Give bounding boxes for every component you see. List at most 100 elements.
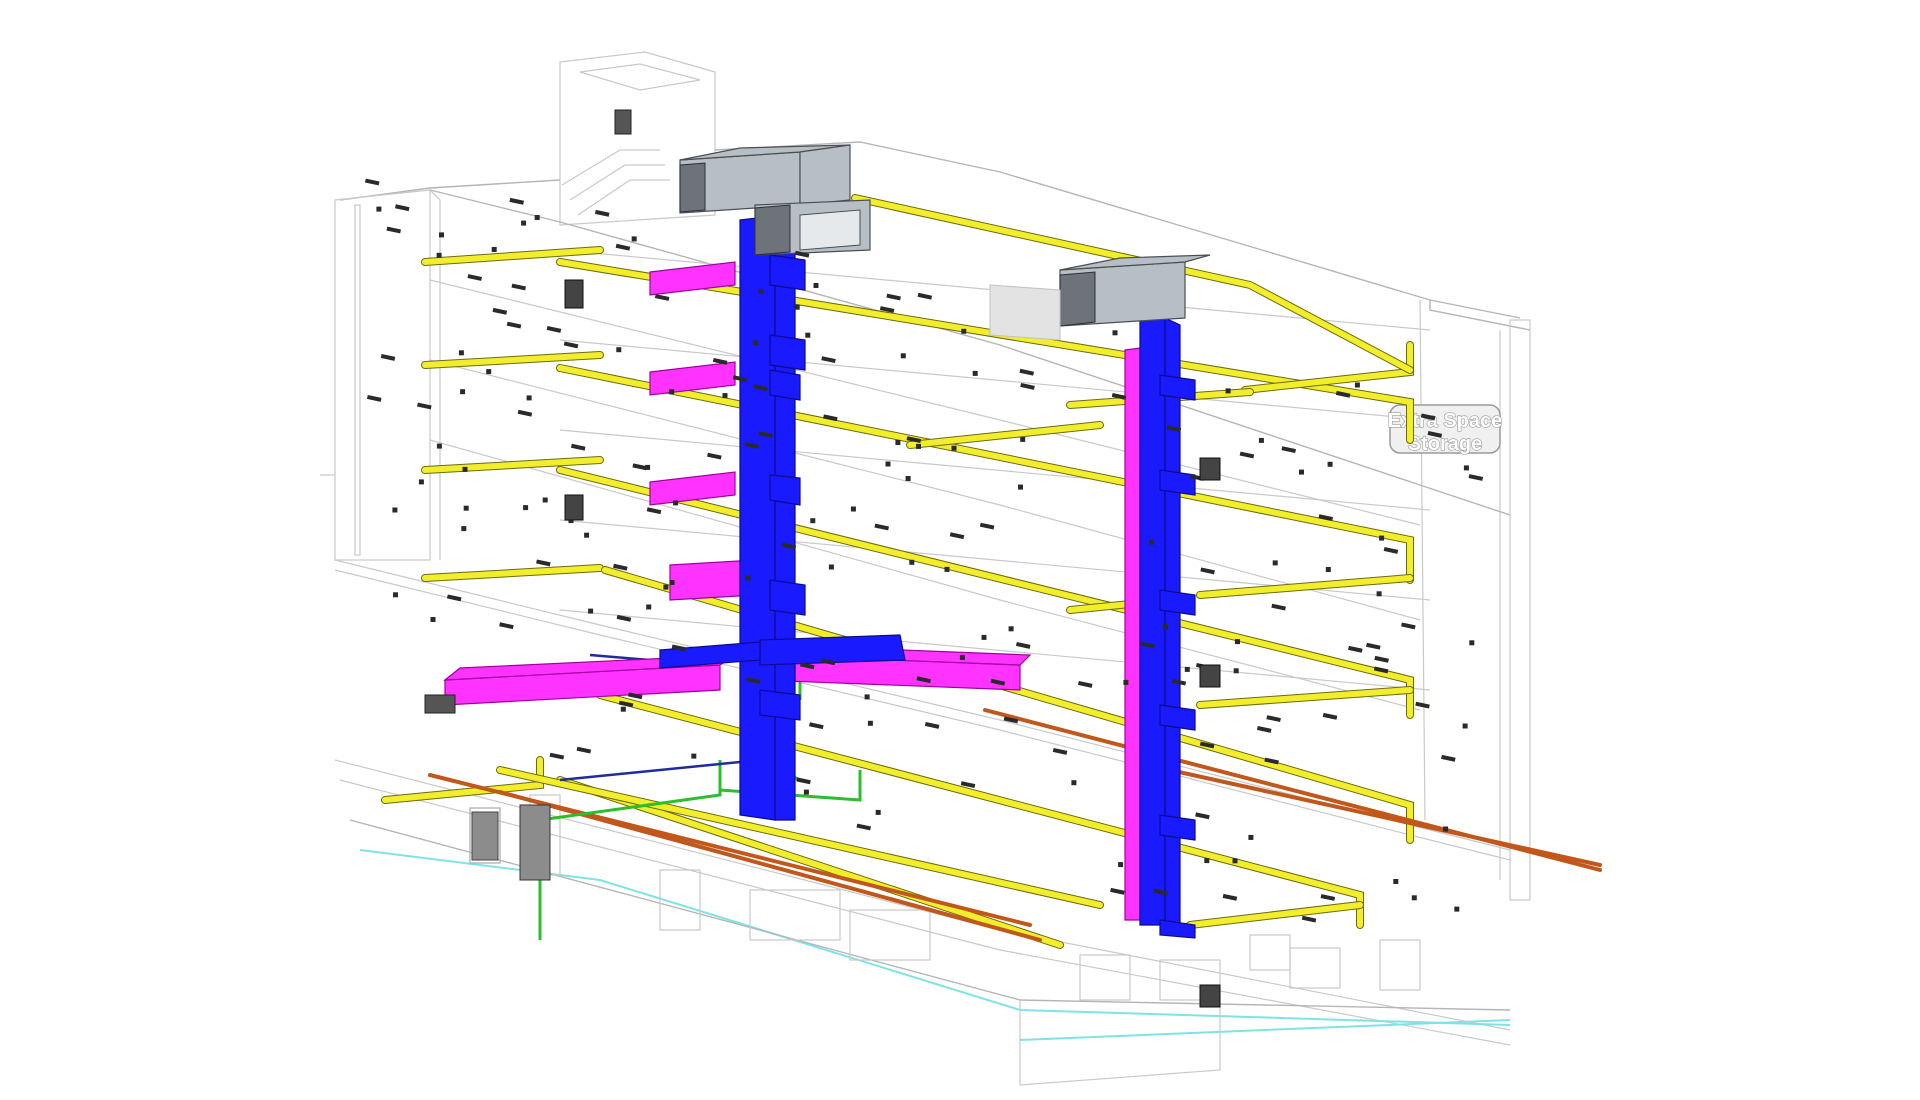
fixture-mark — [1233, 668, 1239, 674]
fixture-mark — [916, 443, 921, 449]
fixture-mark — [1454, 906, 1460, 912]
fixture-mark — [828, 564, 834, 570]
fixture-mark — [1248, 834, 1254, 840]
fixture-mark — [386, 226, 401, 234]
fixture-mark — [463, 505, 469, 511]
gas-pipe-system — [428, 708, 1602, 942]
fixture-mark — [549, 752, 565, 760]
fixture-mark — [436, 252, 442, 258]
fixture-mark — [886, 293, 901, 301]
fixture-mark — [810, 518, 816, 524]
fixture-mark — [1443, 826, 1449, 832]
fixture-mark — [467, 274, 482, 281]
fixture-mark — [462, 466, 468, 472]
fixture-mark — [981, 634, 987, 640]
fixture-mark — [1163, 624, 1168, 630]
fixture-mark — [669, 389, 675, 395]
fixture-mark — [1232, 858, 1238, 864]
fixture-mark — [867, 720, 873, 726]
fixture-mark — [753, 384, 768, 392]
fixture-mark — [613, 563, 628, 571]
fixture-mark — [1020, 436, 1026, 442]
supply-riser-main — [659, 215, 906, 821]
fixture-mark — [616, 347, 622, 353]
fixture-mark — [1411, 895, 1417, 901]
fixture-mark — [499, 622, 514, 630]
fixture-mark — [1077, 681, 1093, 688]
fixture-mark — [1462, 723, 1468, 729]
fixture-mark — [631, 236, 637, 242]
fixture-mark — [645, 464, 651, 470]
fixture-mark — [1320, 894, 1336, 901]
fixture-mark — [620, 706, 626, 712]
fixture-mark — [803, 789, 809, 795]
fixture-mark — [1258, 437, 1264, 443]
fixture-mark — [646, 604, 652, 610]
fixture-mark — [1264, 757, 1279, 765]
fixture-mark — [1225, 388, 1231, 394]
fixture-mark — [1112, 330, 1118, 336]
fixture-mark — [669, 580, 675, 585]
fixture-mark — [364, 178, 380, 186]
fixture-mark — [745, 575, 751, 581]
fixture-mark — [813, 283, 819, 288]
fixture-mark — [1222, 893, 1238, 901]
fixture-mark — [944, 566, 950, 572]
sign-line-2: Storage — [1408, 433, 1482, 455]
fixture-mark — [979, 522, 995, 530]
fixture-mark — [924, 722, 940, 729]
rooftop-unit-3 — [989, 254, 1211, 341]
fixture-mark — [799, 662, 815, 670]
fixture-mark — [546, 326, 562, 333]
fixture-mark — [1415, 701, 1430, 709]
rooftop-unit-2 — [754, 199, 871, 256]
fixture-mark — [461, 526, 467, 532]
sign-line-1: Extra Space — [1388, 410, 1503, 432]
fixture-mark — [380, 354, 396, 361]
fixture-mark — [393, 592, 398, 598]
light-fixtures — [364, 178, 1484, 923]
fixture-mark — [1239, 451, 1255, 459]
fixture-mark — [1366, 642, 1381, 650]
fixture-mark — [1199, 741, 1215, 749]
fixture-mark — [712, 358, 728, 365]
fixture-mark — [1008, 626, 1014, 632]
building-shell: Extra Space Storage — [320, 51, 1531, 1086]
fixture-mark — [949, 532, 965, 540]
fixture-mark — [486, 369, 492, 375]
fixture-mark — [526, 395, 532, 401]
fixture-mark — [1469, 640, 1475, 646]
fixture-mark — [900, 353, 906, 359]
fixture-mark — [1149, 539, 1154, 545]
return-duct-branch — [443, 261, 1141, 921]
fixture-mark — [1420, 413, 1436, 421]
fixture-mark — [1348, 645, 1363, 653]
fixture-mark — [1427, 431, 1443, 438]
fixture-mark — [1266, 715, 1281, 723]
fixture-mark — [1123, 679, 1129, 685]
fixture-mark — [576, 746, 592, 754]
fixture-mark — [1272, 560, 1278, 566]
fixture-mark — [1301, 915, 1317, 923]
fixture-mark — [517, 409, 533, 417]
fixture-mark — [1195, 812, 1210, 820]
fixture-mark — [917, 292, 933, 300]
fixture-mark — [1110, 887, 1125, 895]
fixture-mark — [616, 614, 632, 622]
fixture-mark — [584, 532, 590, 538]
fixture-mark — [1071, 780, 1077, 786]
fixture-mark — [615, 243, 631, 251]
fixture-mark — [430, 617, 436, 622]
fixture-mark — [809, 722, 824, 730]
fixture-mark — [960, 781, 976, 789]
fixture-mark — [781, 542, 797, 550]
fixture-mark — [916, 676, 931, 684]
fixture-mark — [874, 523, 889, 531]
fixture-mark — [972, 370, 978, 376]
fixture-mark — [794, 250, 810, 258]
fixture-mark — [1374, 655, 1389, 663]
fixture-mark — [951, 445, 957, 451]
fixture-mark — [1200, 567, 1215, 575]
fixture-mark — [458, 350, 464, 356]
